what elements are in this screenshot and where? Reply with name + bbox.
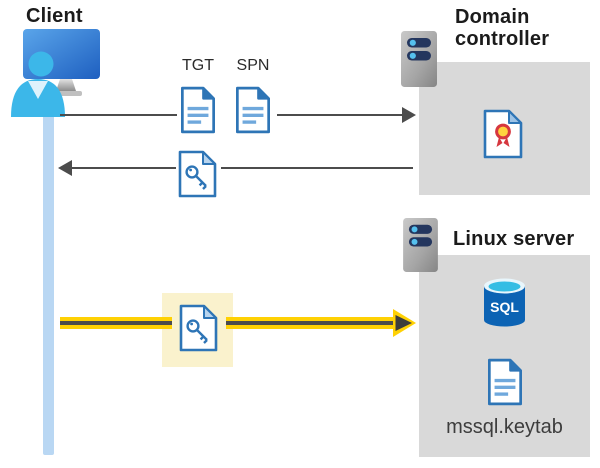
linux-server-label: Linux server xyxy=(453,228,575,250)
request-arrowhead-icon xyxy=(402,107,416,123)
request-arrow-line xyxy=(60,114,177,116)
client-lifeline xyxy=(43,86,54,455)
spn-document-icon xyxy=(234,86,272,134)
linux-server-server-icon xyxy=(402,217,439,273)
service-key-document-icon xyxy=(179,304,218,352)
auth-connection-line xyxy=(226,317,394,329)
domain-controller-server-icon xyxy=(400,30,438,88)
auth-connection-arrowhead-icon xyxy=(393,309,416,337)
tgt-document-icon xyxy=(179,86,217,134)
response-arrow-line xyxy=(221,167,413,169)
keytab-document-icon xyxy=(486,358,524,406)
keytab-label: mssql.keytab xyxy=(446,416,563,438)
ticket-key-document-icon xyxy=(178,150,217,198)
spn-label: SPN xyxy=(236,57,270,74)
tgt-label: TGT xyxy=(182,57,214,74)
response-arrowhead-icon xyxy=(58,160,72,176)
response-arrow-line xyxy=(72,167,176,169)
request-arrow-line xyxy=(277,114,402,116)
certificate-document-icon xyxy=(483,109,523,159)
client-label: Client xyxy=(26,5,83,27)
sql-database-icon: SQL xyxy=(484,278,525,327)
client-computer-icon xyxy=(11,29,100,117)
auth-connection-line xyxy=(60,317,172,329)
sql-icon-label: SQL xyxy=(490,299,519,315)
domain-controller-label: Domain controller xyxy=(455,6,550,50)
